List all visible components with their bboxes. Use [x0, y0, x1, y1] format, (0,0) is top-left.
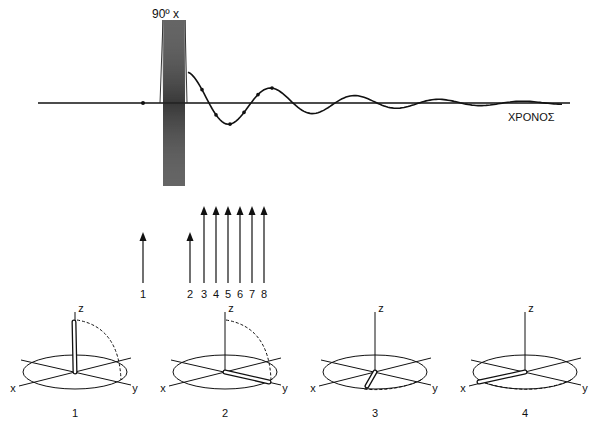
sample-dot: [228, 122, 232, 126]
callout-number: 8: [261, 289, 267, 300]
x-axis: [319, 358, 431, 386]
vector-frames: [19, 312, 581, 390]
frame-number: 2: [222, 408, 228, 419]
pulse-label: 90º x: [152, 8, 179, 20]
y-axis: [171, 360, 281, 385]
x-axis: [469, 358, 581, 386]
axis-name: x: [10, 383, 16, 394]
z-axis: [525, 312, 526, 372]
callout-number: 6: [237, 289, 243, 300]
axis-name: z: [378, 303, 384, 314]
arrow-head: [237, 206, 244, 215]
time-axis: [38, 102, 570, 103]
fid-signal: [188, 72, 562, 124]
magnetization-vector: [225, 372, 269, 382]
arrow-head: [261, 206, 268, 215]
vector-frame: [19, 312, 131, 389]
z-axis: [225, 312, 226, 372]
time-arrow: [239, 212, 240, 283]
rotation-path: [226, 320, 271, 380]
callout-number: 3: [201, 289, 207, 300]
time-arrow: [189, 238, 190, 283]
magnetization-vector: [367, 372, 375, 386]
y-axis: [471, 360, 581, 385]
vector-frame: [469, 312, 581, 389]
arrow-head: [225, 206, 232, 215]
axis-name: y: [432, 383, 438, 394]
magnetization-vector: [74, 322, 75, 372]
magnetization-vector: [479, 372, 525, 382]
frame-number: 4: [522, 408, 528, 419]
rotation-path: [77, 320, 121, 380]
callout-number: 2: [187, 289, 193, 300]
arrow-head: [213, 206, 220, 215]
arrow-head: [187, 232, 194, 241]
axis-name: x: [160, 383, 166, 394]
magnetization-vector: [479, 372, 525, 382]
sample-dots: [200, 86, 274, 126]
sample-dot: [242, 111, 246, 115]
time-arrow: [142, 238, 143, 283]
magnetization-vector: [367, 372, 375, 386]
x-axis: [169, 358, 281, 386]
arrow-head: [140, 232, 147, 241]
magnetization-vector: [225, 372, 269, 382]
sample-dot: [214, 113, 218, 117]
z-axis: [75, 312, 76, 372]
y-axis: [321, 360, 431, 385]
vector-frame: [319, 312, 431, 390]
vector-frame: [169, 312, 281, 389]
frame-number: 3: [372, 408, 378, 419]
axis-name: z: [78, 303, 84, 314]
sample-dot: [256, 93, 260, 97]
axis-name: x: [460, 383, 466, 394]
axis-name: y: [282, 383, 288, 394]
sample-dot: [200, 88, 204, 92]
arrow-head: [249, 206, 256, 215]
time-arrow: [203, 212, 204, 283]
callout-number: 4: [213, 289, 219, 300]
axis-name: z: [528, 303, 534, 314]
time-arrow: [227, 212, 228, 283]
axis-name: y: [132, 383, 138, 394]
axis-label: ΧΡΟΝΟΣ: [508, 112, 555, 123]
arrow-head: [201, 206, 208, 215]
time-arrows: [140, 206, 268, 283]
pulse-wave: [160, 20, 187, 186]
axis-name: x: [310, 383, 316, 394]
axis-dot: [141, 101, 145, 105]
z-axis: [375, 312, 376, 372]
callout-number: 5: [225, 289, 231, 300]
frame-number: 1: [72, 408, 78, 419]
callout-number: 7: [249, 289, 255, 300]
time-arrow: [215, 212, 216, 283]
rf-pulse: [160, 20, 187, 186]
time-arrow: [263, 212, 264, 283]
magnetization-vector: [74, 322, 75, 372]
callout-number: 1: [140, 289, 146, 300]
time-arrow: [251, 212, 252, 283]
axis-name: z: [228, 303, 234, 314]
sample-dot: [270, 86, 274, 90]
axis-name: y: [582, 383, 588, 394]
